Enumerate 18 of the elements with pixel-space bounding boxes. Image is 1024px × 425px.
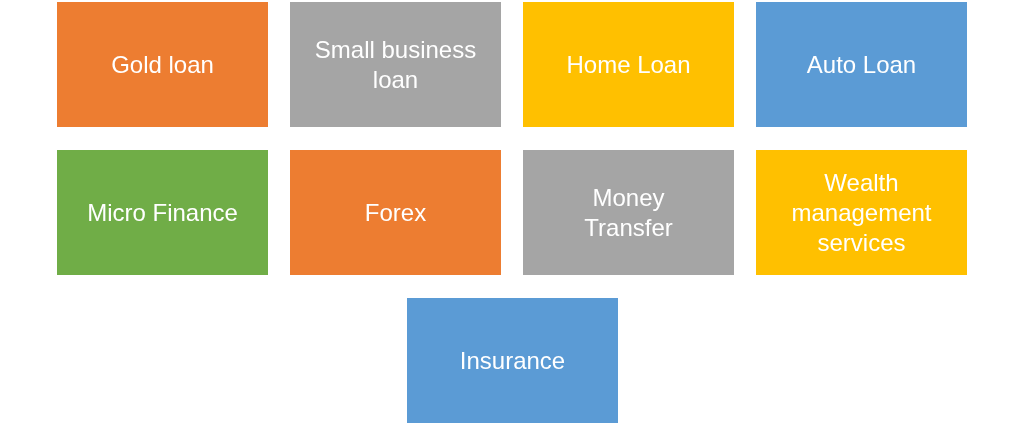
- service-box: [290, 150, 501, 275]
- service-label: Insurance: [459, 345, 566, 376]
- service-label: Forex: [364, 197, 427, 228]
- service-label: Small business loan: [313, 34, 478, 95]
- service-box: [290, 2, 501, 127]
- service-box: [756, 2, 967, 127]
- service-box: [57, 2, 268, 127]
- service-box: [756, 150, 967, 275]
- service-box: [523, 2, 734, 127]
- service-label: Money Transfer: [583, 182, 674, 243]
- service-box: [523, 150, 734, 275]
- service-label: Gold loan: [111, 49, 214, 80]
- service-box: [57, 150, 268, 275]
- service-label: Auto Loan: [806, 49, 917, 80]
- service-box: [407, 298, 618, 423]
- service-label: Wealth management services: [790, 167, 933, 258]
- service-label: Home Loan: [566, 49, 691, 80]
- service-label: Micro Finance: [87, 197, 238, 228]
